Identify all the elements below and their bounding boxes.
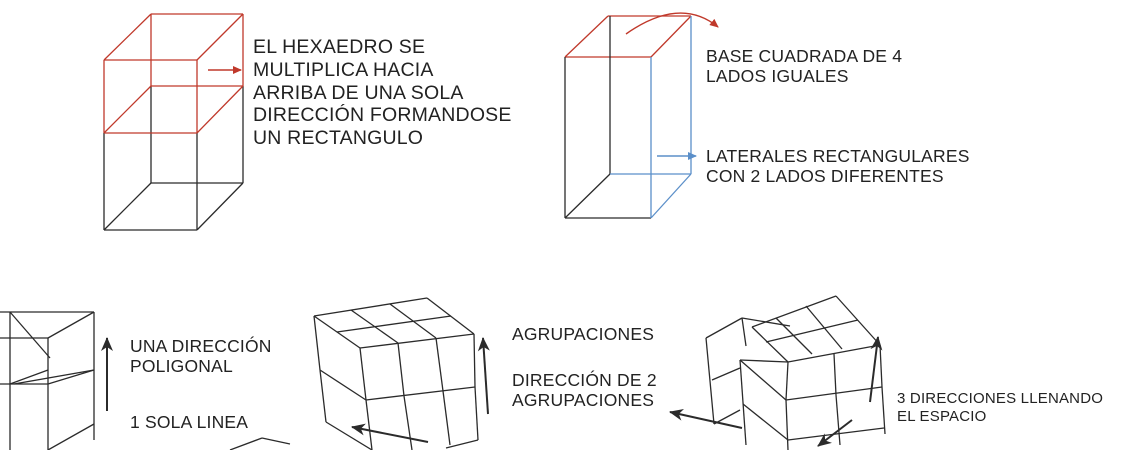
cube-slab-2x3 xyxy=(229,297,479,450)
arrow-left-tres xyxy=(669,408,743,429)
arrow-down-tres xyxy=(817,419,853,447)
cube-cluster-3d xyxy=(705,295,886,450)
label-direccion-2: DIRECCIÓN DE 2 AGRUPACIONES xyxy=(512,370,657,411)
label-hexaedro: EL HEXAEDRO SE MULTIPLICA HACIA ARRIBA D… xyxy=(253,36,512,150)
label-base-line1: BASE CUADRADA DE 4 xyxy=(706,46,903,66)
label-una-direccion: UNA DIRECCIÓN POLIGONAL xyxy=(130,336,272,377)
label-una-direccion-line1: UNA DIRECCIÓN xyxy=(130,336,272,356)
label-direccion-2-line1: DIRECCIÓN DE 2 xyxy=(512,370,657,390)
label-agrupaciones: AGRUPACIONES xyxy=(512,324,655,344)
square-base-prism xyxy=(564,15,692,219)
label-laterales-line1: LATERALES RECTANGULARES xyxy=(706,146,970,166)
label-hexaedro-line2: MULTIPLICA HACIA xyxy=(253,58,434,81)
label-base-line2: LADOS IGUALES xyxy=(706,66,849,87)
stacked-hexahedron xyxy=(103,13,244,231)
label-tres-direcciones-line1: 3 DIRECCIONES LLENANDO xyxy=(897,390,1104,407)
label-hexaedro-line3: ARRIBA DE UNA SOLA xyxy=(253,81,464,104)
label-tres-direcciones-line2: EL ESPACIO xyxy=(897,408,987,425)
arrow-left-agrupaciones xyxy=(351,423,429,443)
label-una-direccion-line2: POLIGONAL xyxy=(130,356,233,377)
label-hexaedro-line1: EL HEXAEDRO SE xyxy=(253,36,426,58)
label-laterales-line2: CON 2 LADOS DIFERENTES xyxy=(706,166,944,187)
label-tres-direcciones: 3 DIRECCIONES LLENANDO EL ESPACIO xyxy=(897,390,1103,426)
arrow-up-agrupaciones xyxy=(477,337,490,415)
arrow-base xyxy=(625,12,719,35)
label-hexaedro-line4: DIRECCIÓN FORMANDOSE xyxy=(253,104,512,127)
single-column-cubes xyxy=(0,311,95,450)
label-direccion-2-line2: AGRUPACIONES xyxy=(512,390,655,411)
arrow-up-tres xyxy=(869,336,883,403)
label-laterales: LATERALES RECTANGULARES CON 2 LADOS DIFE… xyxy=(706,146,970,187)
label-sola-linea: 1 SOLA LINEA xyxy=(130,412,249,432)
label-base: BASE CUADRADA DE 4 LADOS IGUALES xyxy=(706,46,902,87)
label-hexaedro-line5: UN RECTANGULO xyxy=(253,127,424,150)
